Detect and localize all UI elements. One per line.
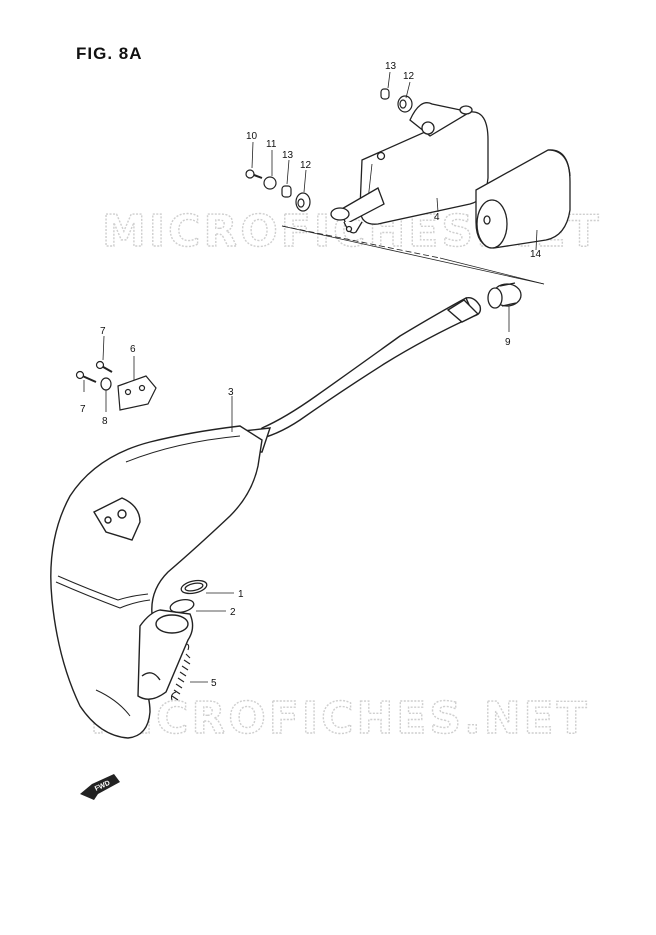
silencer-packing <box>475 149 571 249</box>
callout-13-top: 13 <box>385 61 397 72</box>
leader-lines <box>83 71 538 683</box>
grommet <box>487 282 522 309</box>
callout-1: 1 <box>238 589 244 600</box>
watermark-bottom: MICROFICHES.NET <box>90 693 590 744</box>
reference-lines <box>281 225 545 285</box>
callout-10: 10 <box>246 131 258 142</box>
callout-2: 2 <box>230 607 236 618</box>
silencer-hardware <box>245 88 413 212</box>
callout-3: 3 <box>228 387 234 398</box>
callout-12-top: 12 <box>403 71 415 82</box>
callout-8: 8 <box>102 416 108 427</box>
bracket-hardware <box>75 360 157 411</box>
callout-5: 5 <box>211 678 217 689</box>
callout-13: 13 <box>282 150 294 161</box>
callout-4: 4 <box>434 212 440 223</box>
callout-11: 11 <box>266 139 277 150</box>
exhaust-pipe <box>50 296 482 739</box>
gaskets <box>169 579 208 614</box>
callout-7-bottom: 7 <box>80 404 86 415</box>
spring <box>170 643 191 701</box>
callout-labels: 13 12 10 11 13 12 4 14 9 3 6 7 7 8 1 2 5 <box>80 61 542 689</box>
figure-title: FIG. 8A <box>76 44 143 63</box>
silencer-body <box>330 102 489 234</box>
callout-12: 12 <box>300 160 312 171</box>
callout-14: 14 <box>530 249 542 260</box>
fwd-arrow: FWD <box>80 774 120 800</box>
callout-9: 9 <box>505 337 511 348</box>
callout-7-top: 7 <box>100 326 106 337</box>
callout-6: 6 <box>130 344 136 355</box>
